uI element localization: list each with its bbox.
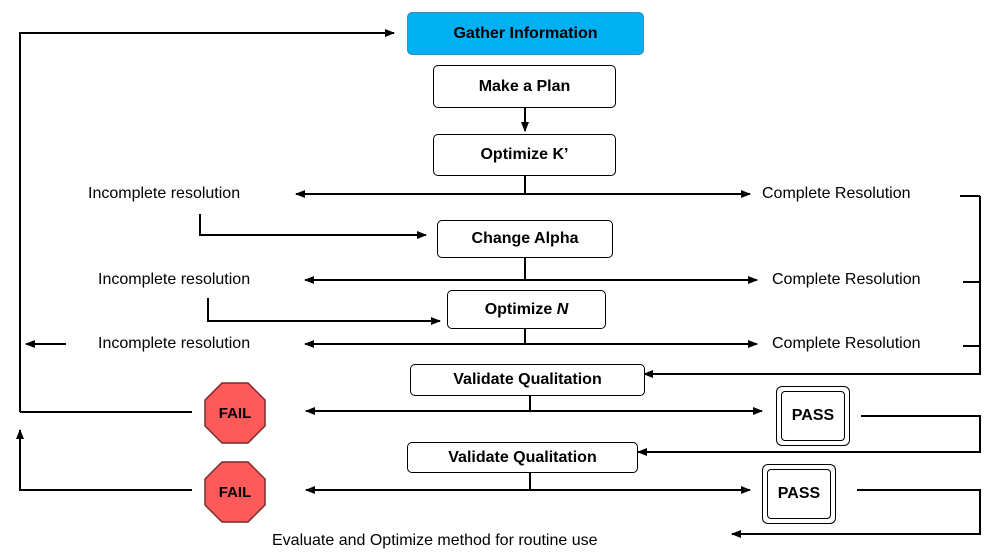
pass-label-2: PASS xyxy=(767,469,831,519)
gather-information-box: Gather Information xyxy=(407,12,644,55)
fail-stop-sign-2: FAIL xyxy=(204,461,266,523)
fail-2-up-arrow xyxy=(16,429,192,491)
make-a-plan-box: Make a Plan xyxy=(433,65,616,108)
incomplete-resolution-1: Incomplete resolution xyxy=(88,185,241,202)
incomplete-resolution-2: Incomplete resolution xyxy=(98,271,251,288)
fail-label-1: FAIL xyxy=(218,404,252,422)
complete-resolution-1: Complete Resolution xyxy=(762,185,911,202)
incomplete-resolution-3: Incomplete resolution xyxy=(98,335,251,352)
fail-label-2: FAIL xyxy=(218,483,252,501)
optimize-k-label: Optimize K’ xyxy=(480,146,569,163)
loop-to-gather-arrow xyxy=(19,29,395,412)
validate-qualitation-box-2: Validate Qualitation xyxy=(407,442,638,473)
gather-information-label: Gather Information xyxy=(453,24,598,42)
optimize-k-box: Optimize K’ xyxy=(433,134,616,176)
fail-stop-sign-1: FAIL xyxy=(204,382,266,444)
stop-sign-icon xyxy=(204,461,266,523)
complete-resolution-2: Complete Resolution xyxy=(772,271,921,288)
pass-1-to-validate-2-arrow xyxy=(637,415,981,456)
optimize-n-label: Optimize N xyxy=(485,301,569,319)
pass-2-to-final-arrow xyxy=(731,489,981,538)
complete-to-validate-1-arrow xyxy=(643,196,981,378)
validate-qualitation-label-2: Validate Qualitation xyxy=(448,448,597,466)
optimize-n-prefix: Optimize xyxy=(484,300,557,318)
optimize-n-box: Optimize N xyxy=(447,290,606,329)
pass-box-1: PASS xyxy=(776,386,850,446)
change-alpha-label: Change Alpha xyxy=(471,230,579,247)
final-step-label: Evaluate and Optimize method for routine… xyxy=(272,532,598,549)
change-alpha-box: Change Alpha xyxy=(437,220,613,258)
pass-label-1: PASS xyxy=(781,391,845,441)
complete-resolution-3: Complete Resolution xyxy=(772,335,921,352)
validate-qualitation-label-1: Validate Qualitation xyxy=(453,371,602,388)
incomplete-2-to-optimize-n-arrow xyxy=(207,298,441,325)
pass-box-2: PASS xyxy=(762,464,836,524)
incomplete-1-to-alpha-arrow xyxy=(199,214,427,239)
validate-qualitation-box-1: Validate Qualitation xyxy=(410,364,645,396)
make-a-plan-label: Make a Plan xyxy=(478,77,571,95)
optimize-n-variable: N xyxy=(556,300,569,318)
stop-sign-icon xyxy=(204,382,266,444)
